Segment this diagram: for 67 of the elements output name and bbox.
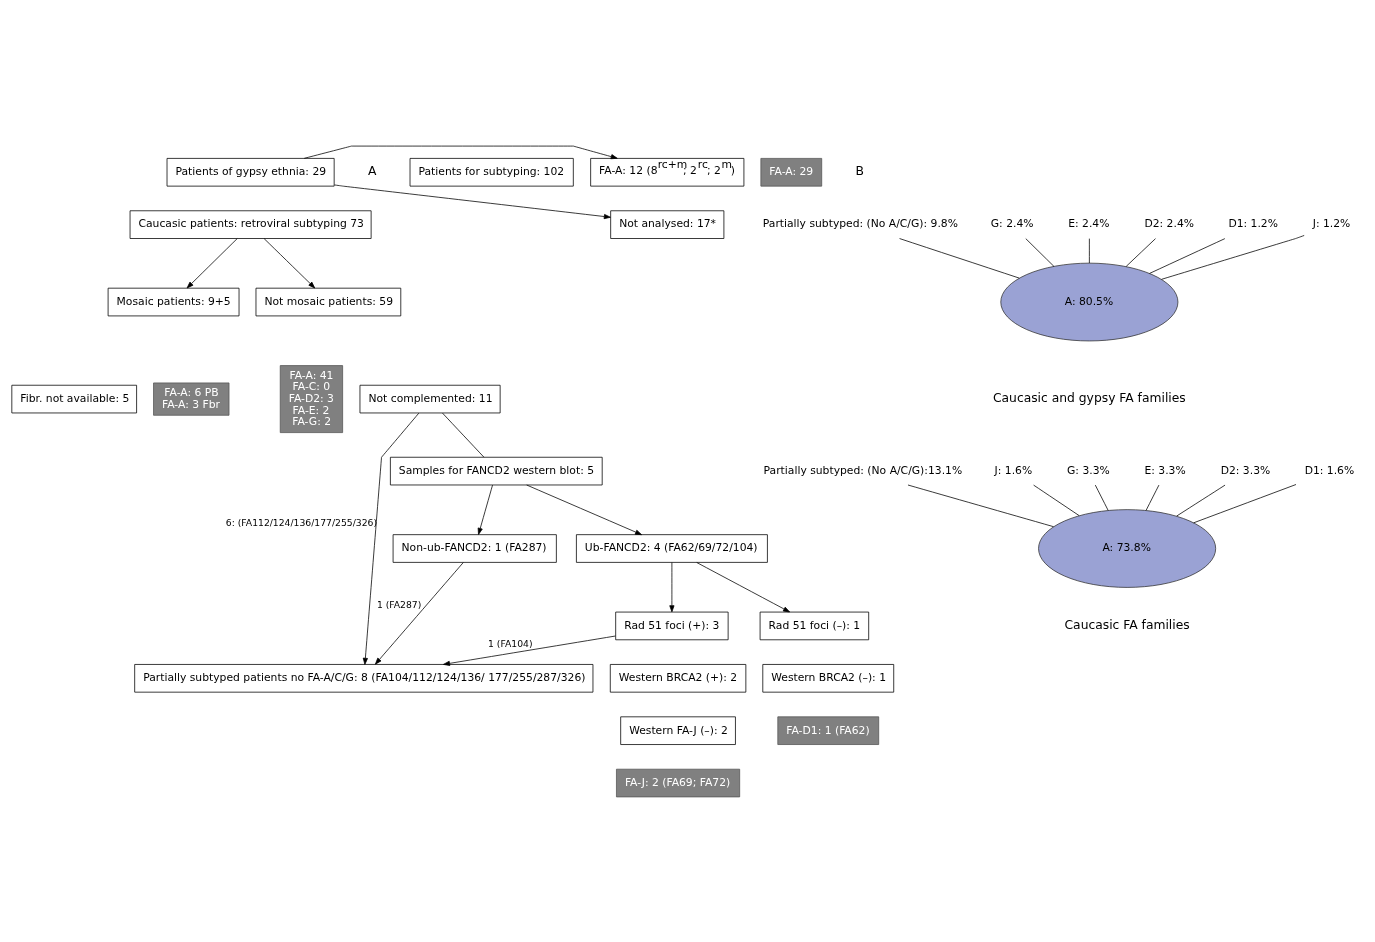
arrow xyxy=(696,561,790,612)
node-box: Western BRCA2 (+): 2 xyxy=(609,663,747,693)
node-text: D2: 3.3% xyxy=(1220,463,1271,477)
arrow xyxy=(186,237,238,288)
node-box: Western FA-J (–): 2 xyxy=(620,715,736,745)
label: B xyxy=(855,163,865,178)
connector xyxy=(1025,237,1055,267)
arrow xyxy=(303,145,618,159)
arrow xyxy=(362,412,420,665)
label: A xyxy=(368,163,377,178)
node-text: D2: 2.4% xyxy=(1144,216,1194,230)
arrow xyxy=(443,635,616,666)
node-box: Not mosaic patients: 59 xyxy=(255,287,402,316)
connector xyxy=(1088,237,1090,263)
node-text: Partially subtyped: (No A/C/G): 9.8% xyxy=(762,216,958,230)
node-box: Ub-FANCD2: 4 (FA62/69/72/104) xyxy=(576,533,768,563)
connector xyxy=(1149,237,1226,274)
label: Caucasic FA families xyxy=(1064,617,1190,632)
node-box: Non-ub-FANCD2: 1 (FA287) xyxy=(392,533,557,563)
node-text: E: 3.3% xyxy=(1144,463,1186,477)
node-box: Fibr. not available: 5 xyxy=(11,384,137,413)
arrow xyxy=(334,184,611,219)
node-box: Rad 51 foci (–): 1 xyxy=(759,611,870,640)
node-text: G: 3.3% xyxy=(1067,463,1110,477)
node-ellipse: A: 80.5% xyxy=(1000,262,1179,341)
node-box: Not analysed: 17* xyxy=(610,209,725,239)
node-box: Patients for subtyping: 102 xyxy=(409,157,574,186)
edge-label: 6: (FA112/124/136/177/255/326) xyxy=(225,516,378,528)
arrow xyxy=(375,561,464,665)
node-text: D1: 1.2% xyxy=(1228,216,1278,230)
node-box: FA-A: 29 xyxy=(760,157,823,186)
connector xyxy=(1094,484,1109,511)
node-text: G: 2.4% xyxy=(990,216,1034,230)
node-box: Rad 51 foci (+): 3 xyxy=(615,611,729,640)
node-box: Mosaic patients: 9+5 xyxy=(107,287,240,316)
arrow xyxy=(669,561,675,612)
node-box: FA-D1: 1 (FA62) xyxy=(777,715,880,745)
node-ellipse: A: 73.8% xyxy=(1038,508,1217,588)
arrow xyxy=(477,484,493,535)
node-box: FA-A: 41 FA-C: 0 FA-D2: 3 FA-E: 2 FA-G: 2 xyxy=(279,364,343,433)
node-box: Not complemented: 11 xyxy=(359,384,501,413)
connector xyxy=(442,412,485,458)
label: Caucasic and gypsy FA families xyxy=(992,390,1186,405)
connector xyxy=(907,484,1054,527)
node-box: Partially subtyped patients no FA-A/C/G: 8 (FA104/112/124/136/ 177/255/287/326) xyxy=(134,663,594,693)
connector xyxy=(1125,237,1156,267)
connector xyxy=(1193,483,1297,523)
connector xyxy=(1176,484,1226,516)
edge-label: 1 (FA104) xyxy=(488,637,533,649)
arrow xyxy=(263,237,316,288)
node-text: Partially subtyped: (No A/C/G):13.1% xyxy=(763,463,963,477)
connector xyxy=(1161,234,1305,280)
node-box: FA-J: 2 (FA69; FA72) xyxy=(616,768,741,797)
node-text: E: 2.4% xyxy=(1068,216,1110,230)
node-text: J: 1.6% xyxy=(994,463,1033,477)
node-text: J: 1.2% xyxy=(1312,216,1351,230)
node-box: Caucasic patients: retroviral subtyping 73 xyxy=(129,209,372,239)
node-box: Western BRCA2 (–): 1 xyxy=(762,663,895,693)
connector xyxy=(899,237,1020,278)
node-text: D1: 1.6% xyxy=(1304,463,1355,477)
node-box: Patients of gypsy ethnia: 29 xyxy=(166,157,335,186)
edge-label: 1 (FA287) xyxy=(376,598,422,610)
arrow xyxy=(526,484,642,535)
node-box: FA-A: 6 PB FA-A: 3 Fbr xyxy=(153,382,230,416)
connector xyxy=(1033,484,1080,516)
node-box: Samples for FANCD2 western blot: 5 xyxy=(390,456,603,485)
connector xyxy=(1145,484,1160,511)
